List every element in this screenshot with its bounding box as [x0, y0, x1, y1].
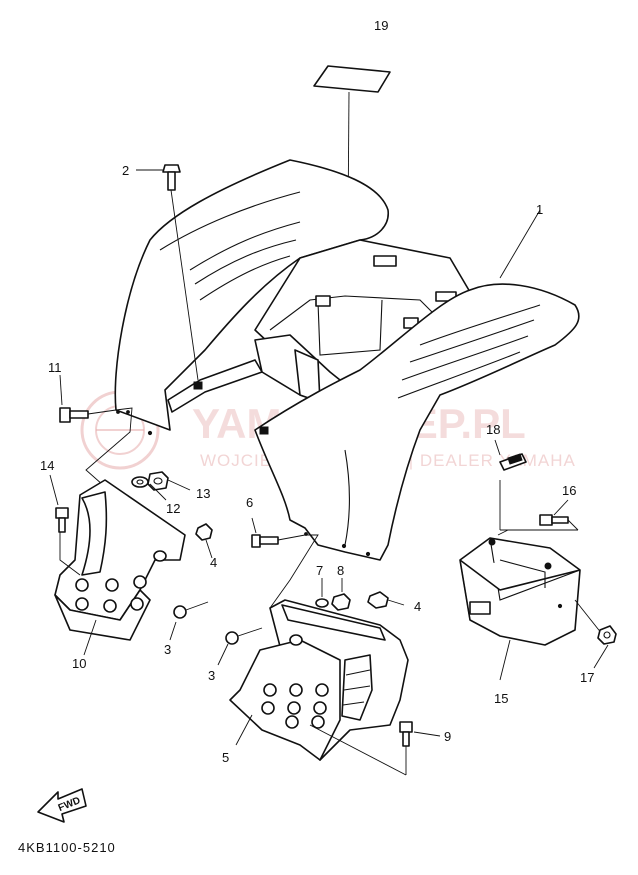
callout-8: 8 [337, 563, 344, 578]
callout-11: 11 [48, 360, 62, 375]
part-10-left-footrest [54, 479, 186, 641]
part-15-tool-box [459, 529, 603, 646]
callout-13: 13 [196, 486, 210, 501]
callout-10: 10 [72, 656, 86, 671]
part-9-bolt [309, 721, 413, 776]
leader-lines [49, 169, 609, 746]
part-13-nut [147, 471, 169, 491]
part-12-washer [131, 476, 149, 488]
part-14-bolt [55, 507, 69, 533]
part-4-nut-right [367, 591, 389, 609]
callout-9: 9 [444, 729, 451, 744]
part-11-bolt [59, 407, 133, 501]
part-16-bolt [539, 514, 579, 531]
callout-17: 17 [580, 670, 594, 685]
callout-16: 16 [562, 483, 576, 498]
callout-6: 6 [246, 495, 253, 510]
part-6-bolt [251, 532, 319, 609]
part-7-washer [315, 598, 329, 608]
callout-3-right: 3 [208, 668, 215, 683]
callout-1: 1 [536, 202, 543, 217]
diagram-code: 4KB1100-5210 [18, 840, 116, 855]
callout-15: 15 [494, 691, 508, 706]
part-1-rear-fender [114, 159, 580, 561]
forward-arrow-icon: FWD [37, 788, 87, 823]
callout-18: 18 [486, 422, 500, 437]
callout-4-left: 4 [210, 555, 217, 570]
part-17-nut [597, 625, 617, 645]
callout-12: 12 [166, 501, 180, 516]
callout-4-right: 4 [414, 599, 421, 614]
part-3-screw-right [225, 627, 263, 645]
callout-14: 14 [40, 458, 54, 473]
part-18-clip [499, 453, 527, 530]
callout-3-left: 3 [164, 642, 171, 657]
part-5-right-footrest [229, 599, 409, 761]
callout-19: 19 [374, 18, 388, 33]
part-8-nut [331, 593, 351, 611]
part-4-nut-left [195, 523, 213, 541]
part-3-screw-left [173, 601, 209, 619]
callout-5: 5 [222, 750, 229, 765]
callout-2: 2 [122, 163, 129, 178]
part-2-bolt [162, 164, 199, 381]
callout-7: 7 [316, 563, 323, 578]
